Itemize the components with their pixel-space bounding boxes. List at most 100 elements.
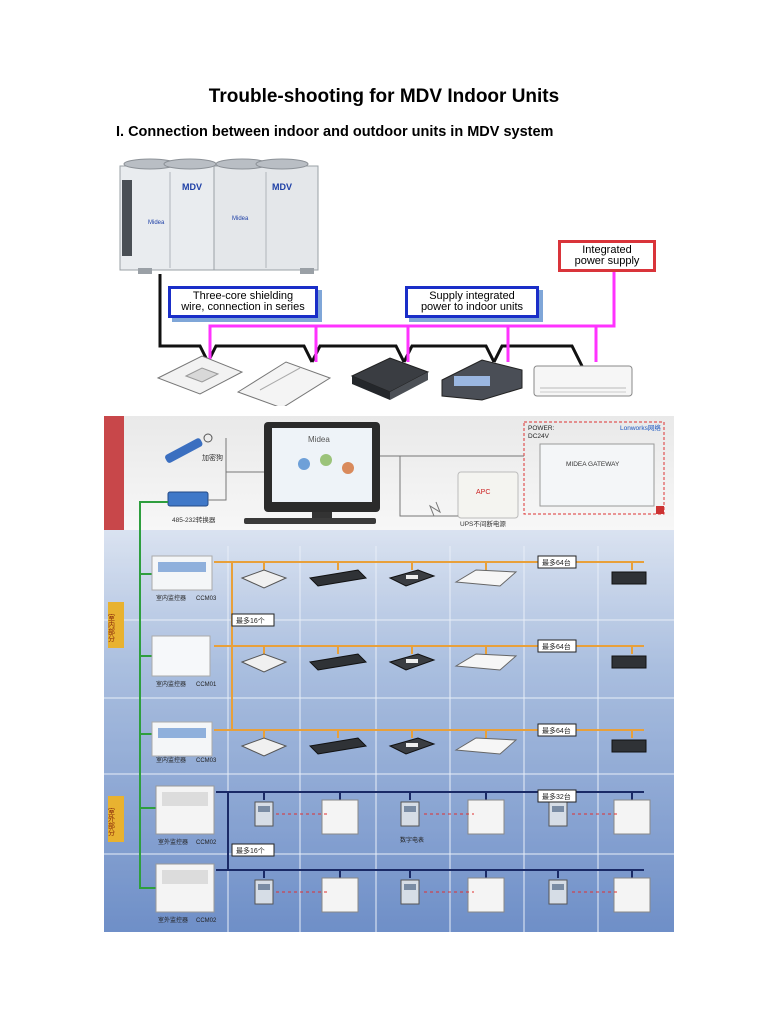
outdoor-module-icon <box>254 792 274 827</box>
callout-power-supply: Integrated power supply <box>558 240 656 272</box>
indoor-unit-icon <box>454 562 518 587</box>
monitoring-system-diagram: 加密狗 485-232转换器 Midea APC UPS不间断电源 POWER:… <box>104 416 674 932</box>
outdoor-monitor-row-1: 室外监控器 CCM02 <box>155 785 217 846</box>
outdoor-module-icon <box>613 792 651 835</box>
outdoor-monitor-row-2: 室外监控器 CCM02 <box>155 863 217 924</box>
ups-brand: APC <box>476 489 490 496</box>
max-64-row1: 最多64台 <box>537 555 577 569</box>
pc-brand: Midea <box>308 435 330 444</box>
indoor-unit-duct <box>350 357 430 400</box>
indoor-monitor-row-3: 室内监控器 CCM03 <box>151 721 217 764</box>
indoor-unit-icon <box>388 562 436 587</box>
indoor-unit-icon <box>611 562 647 585</box>
encryption-dog: 加密狗 <box>165 433 223 463</box>
indoor-monitor-row-2: 室内监控器 CCM01 <box>151 635 217 688</box>
callout-shielding-line2: wire, connection in series <box>181 301 305 313</box>
meter-label: 数字电表 <box>400 836 424 844</box>
max-16-outdoor: 最多16个 <box>231 843 275 857</box>
converter-485-232: 485-232转换器 <box>167 491 216 524</box>
callout-supply-line2: power to indoor units <box>420 301 524 313</box>
outdoor-module-icon <box>613 870 651 913</box>
indoor-unit-icon <box>240 562 288 589</box>
indoor-unit-icon <box>611 730 647 753</box>
indoor-unit-icon <box>240 730 288 757</box>
indoor-unit-icon <box>308 730 368 755</box>
converter-label: 485-232转换器 <box>172 515 216 524</box>
indoor-unit-icon <box>611 646 647 669</box>
indoor-monitor-row-1: 室内监控器 CCM03 <box>151 555 217 602</box>
outdoor-subbrand-left: Midea <box>148 220 165 226</box>
midea-gateway: POWER: DC24V Lonworks网络 MIDEA GATEWAY <box>523 421 665 515</box>
outdoor-units-grid <box>254 792 651 913</box>
callout-shielding-line1: Three-core shielding <box>192 290 294 302</box>
gateway-label: MIDEA GATEWAY <box>566 461 620 468</box>
outdoor-brand-left: MDV <box>182 182 202 192</box>
outdoor-module-icon <box>548 870 568 905</box>
indoor-unit-icon <box>308 646 368 671</box>
svg-text:CCM03: CCM03 <box>196 596 217 602</box>
svg-text:最多32台: 最多32台 <box>542 792 571 801</box>
section-heading: I. Connection between indoor and outdoor… <box>116 124 554 140</box>
callout-power-line2: power supply <box>574 255 640 267</box>
indoor-unit-ceiling <box>441 359 523 401</box>
lonworks-label: Lonworks网络 <box>620 423 661 432</box>
indoor-unit-icon <box>388 646 436 671</box>
svg-text:室内监控器: 室内监控器 <box>156 756 186 764</box>
encryption-dog-label: 加密狗 <box>202 453 223 462</box>
connection-diagram: MDV MDV Midea Midea <box>119 158 633 406</box>
gateway-voltage: DC24V <box>528 433 550 440</box>
page-title: Trouble-shooting for MDV Indoor Units <box>208 86 560 107</box>
ups-label: UPS不间断电源 <box>460 519 506 528</box>
top-connections <box>208 438 524 517</box>
svg-text:最多16个: 最多16个 <box>236 616 265 625</box>
indoor-unit-icon <box>454 730 518 755</box>
outdoor-section-label: 室外部分 <box>108 796 124 842</box>
outdoor-module-icon <box>400 870 420 905</box>
indoor-unit-compact-cassette <box>236 361 332 406</box>
ups-power-supply: APC UPS不间断电源 <box>457 471 519 528</box>
svg-text:室内监控器: 室内监控器 <box>156 680 186 688</box>
power-wire <box>208 266 616 362</box>
indoor-unit-icon <box>388 730 436 755</box>
svg-text:室内部分: 室内部分 <box>108 613 116 643</box>
svg-text:CCM02: CCM02 <box>196 918 217 924</box>
svg-text:室外监控器: 室外监控器 <box>158 916 188 924</box>
gateway-power: POWER: <box>528 425 555 432</box>
indoor-unit-icon <box>308 562 368 587</box>
callout-supply-power: Supply integrated power to indoor units <box>405 286 539 318</box>
svg-text:CCM01: CCM01 <box>196 682 217 688</box>
outdoor-brand-right: MDV <box>272 182 292 192</box>
green-bus-taps <box>140 573 156 809</box>
indoor-unit-cassette <box>156 355 244 395</box>
max-32: 最多32台 <box>537 789 577 803</box>
max-64-row2: 最多64台 <box>537 639 577 653</box>
outdoor-module-icon <box>321 870 359 913</box>
grid-lines <box>104 546 674 932</box>
outdoor-subbrand-right: Midea <box>232 216 249 222</box>
outdoor-module-icon <box>467 870 505 913</box>
pc-monitor: Midea <box>244 422 380 524</box>
outdoor-unit: MDV MDV Midea Midea <box>119 158 319 274</box>
indoor-section-label: 室内部分 <box>108 602 124 648</box>
svg-text:最多64台: 最多64台 <box>542 642 571 651</box>
outdoor-module-icon <box>254 870 274 905</box>
outdoor-module-icon <box>400 792 420 827</box>
outdoor-module-icon <box>467 792 505 835</box>
svg-text:室内监控器: 室内监控器 <box>156 594 186 602</box>
svg-text:CCM03: CCM03 <box>196 758 217 764</box>
svg-text:室外部分: 室外部分 <box>108 807 116 837</box>
indoor-unit-icon <box>240 646 288 673</box>
callout-supply-line1: Supply integrated <box>429 290 515 302</box>
svg-text:最多64台: 最多64台 <box>542 558 571 567</box>
callout-shielding-wire: Three-core shielding wire, connection in… <box>168 286 318 318</box>
callout-power-line1: Integrated <box>582 244 632 256</box>
svg-text:最多16个: 最多16个 <box>236 846 265 855</box>
indoor-unit-icon <box>454 646 518 671</box>
outdoor-module-icon <box>321 792 359 835</box>
svg-text:室外监控器: 室外监控器 <box>158 838 188 846</box>
green-bus <box>139 501 168 889</box>
indoor-unit-wall-mounted <box>533 365 633 397</box>
indoor-units-grid <box>240 562 647 757</box>
svg-text:CCM02: CCM02 <box>196 840 217 846</box>
max-16-indoor: 最多16个 <box>231 613 275 627</box>
